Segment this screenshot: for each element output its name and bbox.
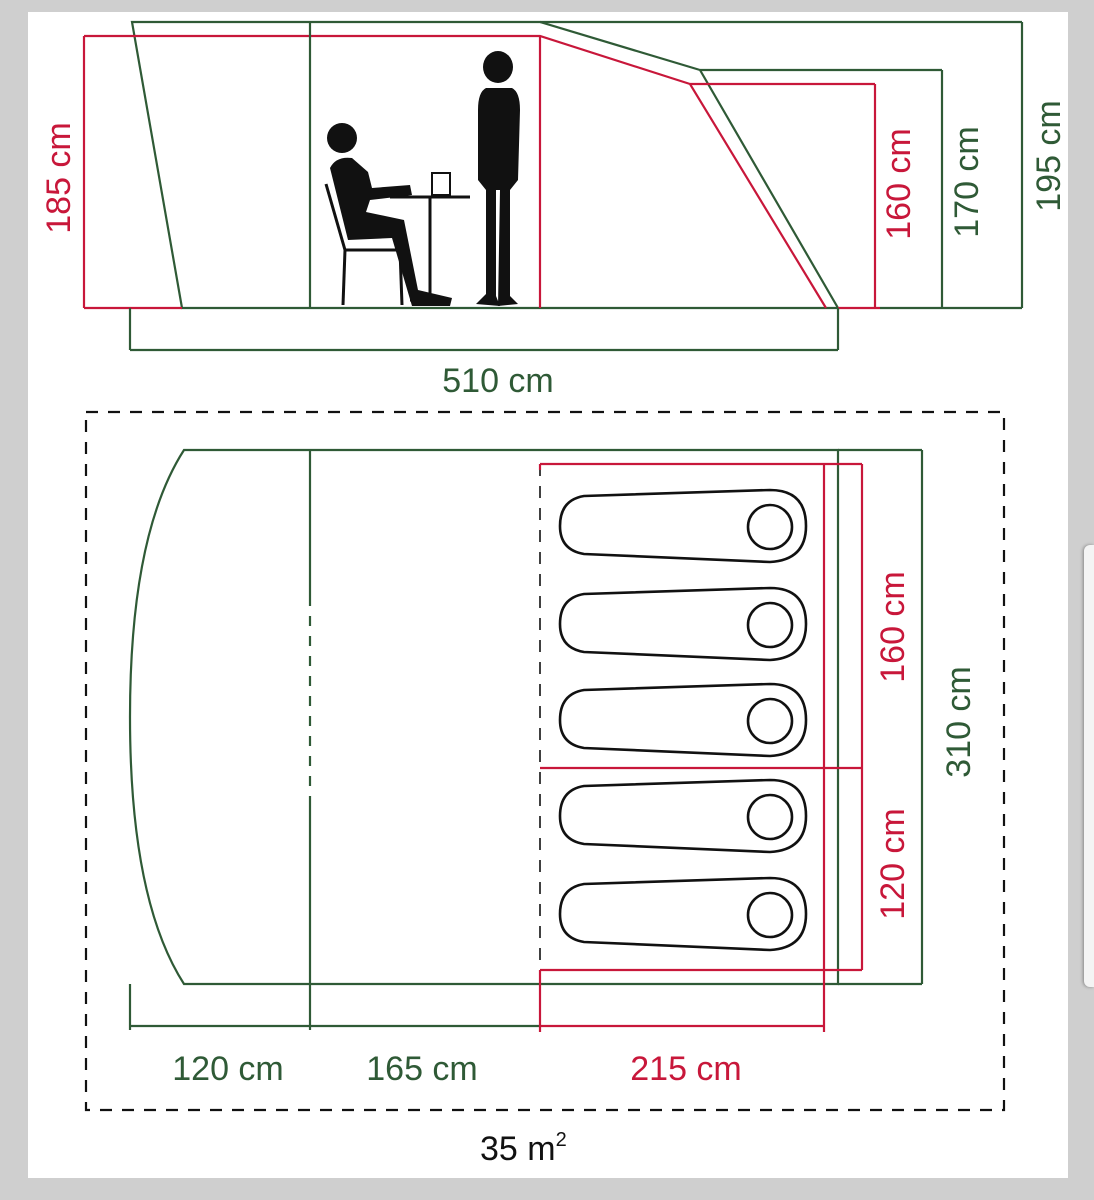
- floor-plan: [84, 410, 1006, 1112]
- sleeping-bag-icon: [558, 778, 808, 854]
- label-width-310: 310 cm: [940, 666, 978, 778]
- label-area: 35 m2: [480, 1129, 567, 1168]
- label-height-195: 195 cm: [1030, 100, 1068, 212]
- label-bedroom-120: 120 cm: [874, 808, 912, 920]
- label-bedroom-215: 215 cm: [630, 1050, 742, 1088]
- label-area-number: 35 m: [480, 1130, 556, 1168]
- sleeping-bag-icon: [558, 682, 808, 758]
- label-height-160: 160 cm: [880, 128, 918, 240]
- label-area-superscript: 2: [556, 1129, 567, 1151]
- tent-inner-profile: [84, 34, 827, 309]
- side-view: [82, 20, 1024, 352]
- tent-outer-profile: [130, 20, 840, 310]
- sleeping-bag-icon: [558, 586, 808, 662]
- label-height-170: 170 cm: [948, 126, 986, 238]
- person-standing-icon: [476, 51, 520, 306]
- scroll-handle[interactable]: [1084, 545, 1094, 987]
- sleeping-bag-icon: [558, 488, 808, 564]
- label-porch-120: 120 cm: [172, 1050, 284, 1088]
- footprint-boundary: [84, 410, 1006, 1112]
- bedroom-outline: [540, 462, 864, 1032]
- label-length-510: 510 cm: [442, 362, 554, 400]
- label-living-165: 165 cm: [366, 1050, 478, 1088]
- sleeping-bags: [558, 488, 808, 952]
- label-height-185: 185 cm: [40, 122, 78, 234]
- person-sitting-icon: [324, 123, 452, 306]
- floor-outer: [128, 448, 840, 986]
- label-bedroom-160: 160 cm: [874, 571, 912, 683]
- sleeping-bag-icon: [558, 876, 808, 952]
